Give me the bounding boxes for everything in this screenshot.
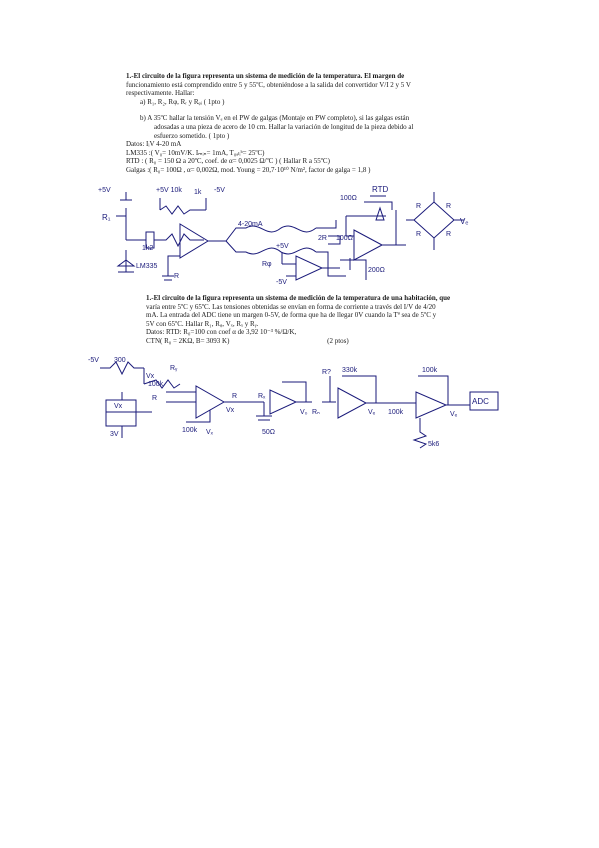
schematic-1-label: R xyxy=(416,203,421,210)
problem-1-intro-line: funcionamiento está comprendido entre 5 … xyxy=(126,80,411,89)
schematic-2-label: Vx xyxy=(146,373,155,380)
schematic-2-label: ADC xyxy=(472,397,489,406)
schematic-1-label: +5V 10k xyxy=(156,187,182,194)
schematic-2-label: -5V xyxy=(88,357,99,364)
schematic-1-label: -5V xyxy=(276,279,287,286)
schematic-1-label: Vₑ xyxy=(460,217,468,226)
schematic-1-label: 4-20mA xyxy=(238,221,263,228)
problem-2-line: CTN( R₀ = 2KΩ, B= 3093 K) (2 ptos) xyxy=(146,337,476,346)
schematic-1-label: Rφ xyxy=(262,261,272,268)
schematic-2-label: Vₓ xyxy=(206,429,214,436)
schematic-2-label: 50Ω xyxy=(262,429,275,436)
schematic-2-label: R xyxy=(232,393,237,400)
problem-2-points: (2 ptos) xyxy=(327,336,349,345)
problem-1-data: RTD : ( R₀ = 150 Ω a 20ºC, coef. de α= 0… xyxy=(126,157,330,166)
problem-2-text: 1.-El circuito de la figura representa u… xyxy=(146,294,476,346)
problem-2-line: Datos: RTD: R₀=100 con coef α de 3,92 10… xyxy=(146,328,297,337)
schematic-1-label: LM335 xyxy=(136,263,158,270)
schematic-1-label: R₁ xyxy=(102,213,111,222)
problem-1-part-b: adosadas a una pieza de acero de 10 cm. … xyxy=(154,122,414,131)
schematic-2-label: Rₓ xyxy=(258,393,266,400)
schematic-1: +5V +5V 10k 1k -5V R₁ LM335 1k2 4-20mA 1… xyxy=(98,185,468,286)
problem-2-line: 1.-El circuito de la figura representa u… xyxy=(146,294,451,302)
schematic-2-label: Vₑ xyxy=(368,409,376,416)
schematic-1-label: RTD xyxy=(372,185,389,194)
problem-1-part-b: b) A 35ºC hallar la tensión Vₑ en el PW … xyxy=(140,114,410,123)
schematic-2-label: R? xyxy=(322,369,331,376)
schematic-2-label: 300 xyxy=(114,357,126,364)
problem-1-text: 1.-El circuito de la figura representa u… xyxy=(126,72,472,175)
schematic-1-label: R xyxy=(416,231,421,238)
schematic-2-label: Rᵧ xyxy=(170,365,178,372)
schematic-1-label: R xyxy=(174,273,179,280)
schematic-2-label: 100k xyxy=(182,427,198,434)
problem-1-intro-line: respectivamente. Hallar: xyxy=(126,89,195,98)
schematic-1-label: 100Ω xyxy=(336,235,353,242)
problem-1-intro-line: 1.-El circuito de la figura representa u… xyxy=(126,72,405,80)
problem-2-line: mA. La entrada del ADC tiene un margen 0… xyxy=(146,311,437,320)
schematic-2-label: 5k6 xyxy=(428,441,439,448)
schematic-2: -5V 300 Vx Rᵧ 100k R 100k R Vx 3V Vx Rₓ … xyxy=(88,357,499,449)
schematic-2-label: V₀ xyxy=(300,409,308,416)
schematic-1-label: 200Ω xyxy=(368,267,385,274)
problem-1-part-b: esfuerzo sometido. ( 1pto ) xyxy=(154,131,230,140)
problem-1-data: LM335 :( V₀= 10mV/K. Iₘᵢₙ= 1mA, T₀ₐₗᵢᵇ= … xyxy=(126,148,265,157)
schematic-1-label: +5V xyxy=(98,187,111,194)
schematic-2-label: 330k xyxy=(342,367,358,374)
problem-2-line: 5V con 65ºC. Hallar R₁, Rᵩ, Vₓ, Rₓ y Rᵧ. xyxy=(146,319,259,328)
problem-1-part-a: a) R₁, R₂, Rφ, Rᵣ y Rᵩᵢ ( 1pto ) xyxy=(140,97,225,106)
schematic-1-label: R xyxy=(446,231,451,238)
schematic-2-label: Vx xyxy=(114,403,123,410)
schematic-2-label: R xyxy=(152,395,157,402)
schematic-2-label: 100k xyxy=(388,409,404,416)
problem-1-data: Galgas :( R₀= 100Ω , α= 0,002Ω, mod. You… xyxy=(126,165,371,174)
schematic-2-label: Rₙ xyxy=(312,409,320,416)
schematic-2-label: 100k xyxy=(422,367,438,374)
schematic-1-label: 1k xyxy=(194,189,202,196)
problem-2-ctn-data: CTN( R₀ = 2KΩ, B= 3093 K) xyxy=(146,336,230,345)
problem-2-line: varía entre 5ºC y 65ºC. Las tensiones ob… xyxy=(146,302,436,311)
schematic-1-label: 1k2 xyxy=(142,245,153,252)
schematic-1-label: R xyxy=(446,203,451,210)
schematic-1-label: -5V xyxy=(214,187,225,194)
schematic-1-label: 100Ω xyxy=(340,195,357,202)
schematic-2-label: 100k xyxy=(148,381,164,388)
schematic-2-label: 3V xyxy=(110,431,119,438)
schematic-2-label: Vₑ xyxy=(450,411,458,418)
schematic-2-label: Vx xyxy=(226,407,235,414)
problem-1-data: Datos: IᵢV 4-20 mA xyxy=(126,140,182,149)
schematic-1-label: +5V xyxy=(276,243,289,250)
schematic-1-label: 2R xyxy=(318,235,327,242)
